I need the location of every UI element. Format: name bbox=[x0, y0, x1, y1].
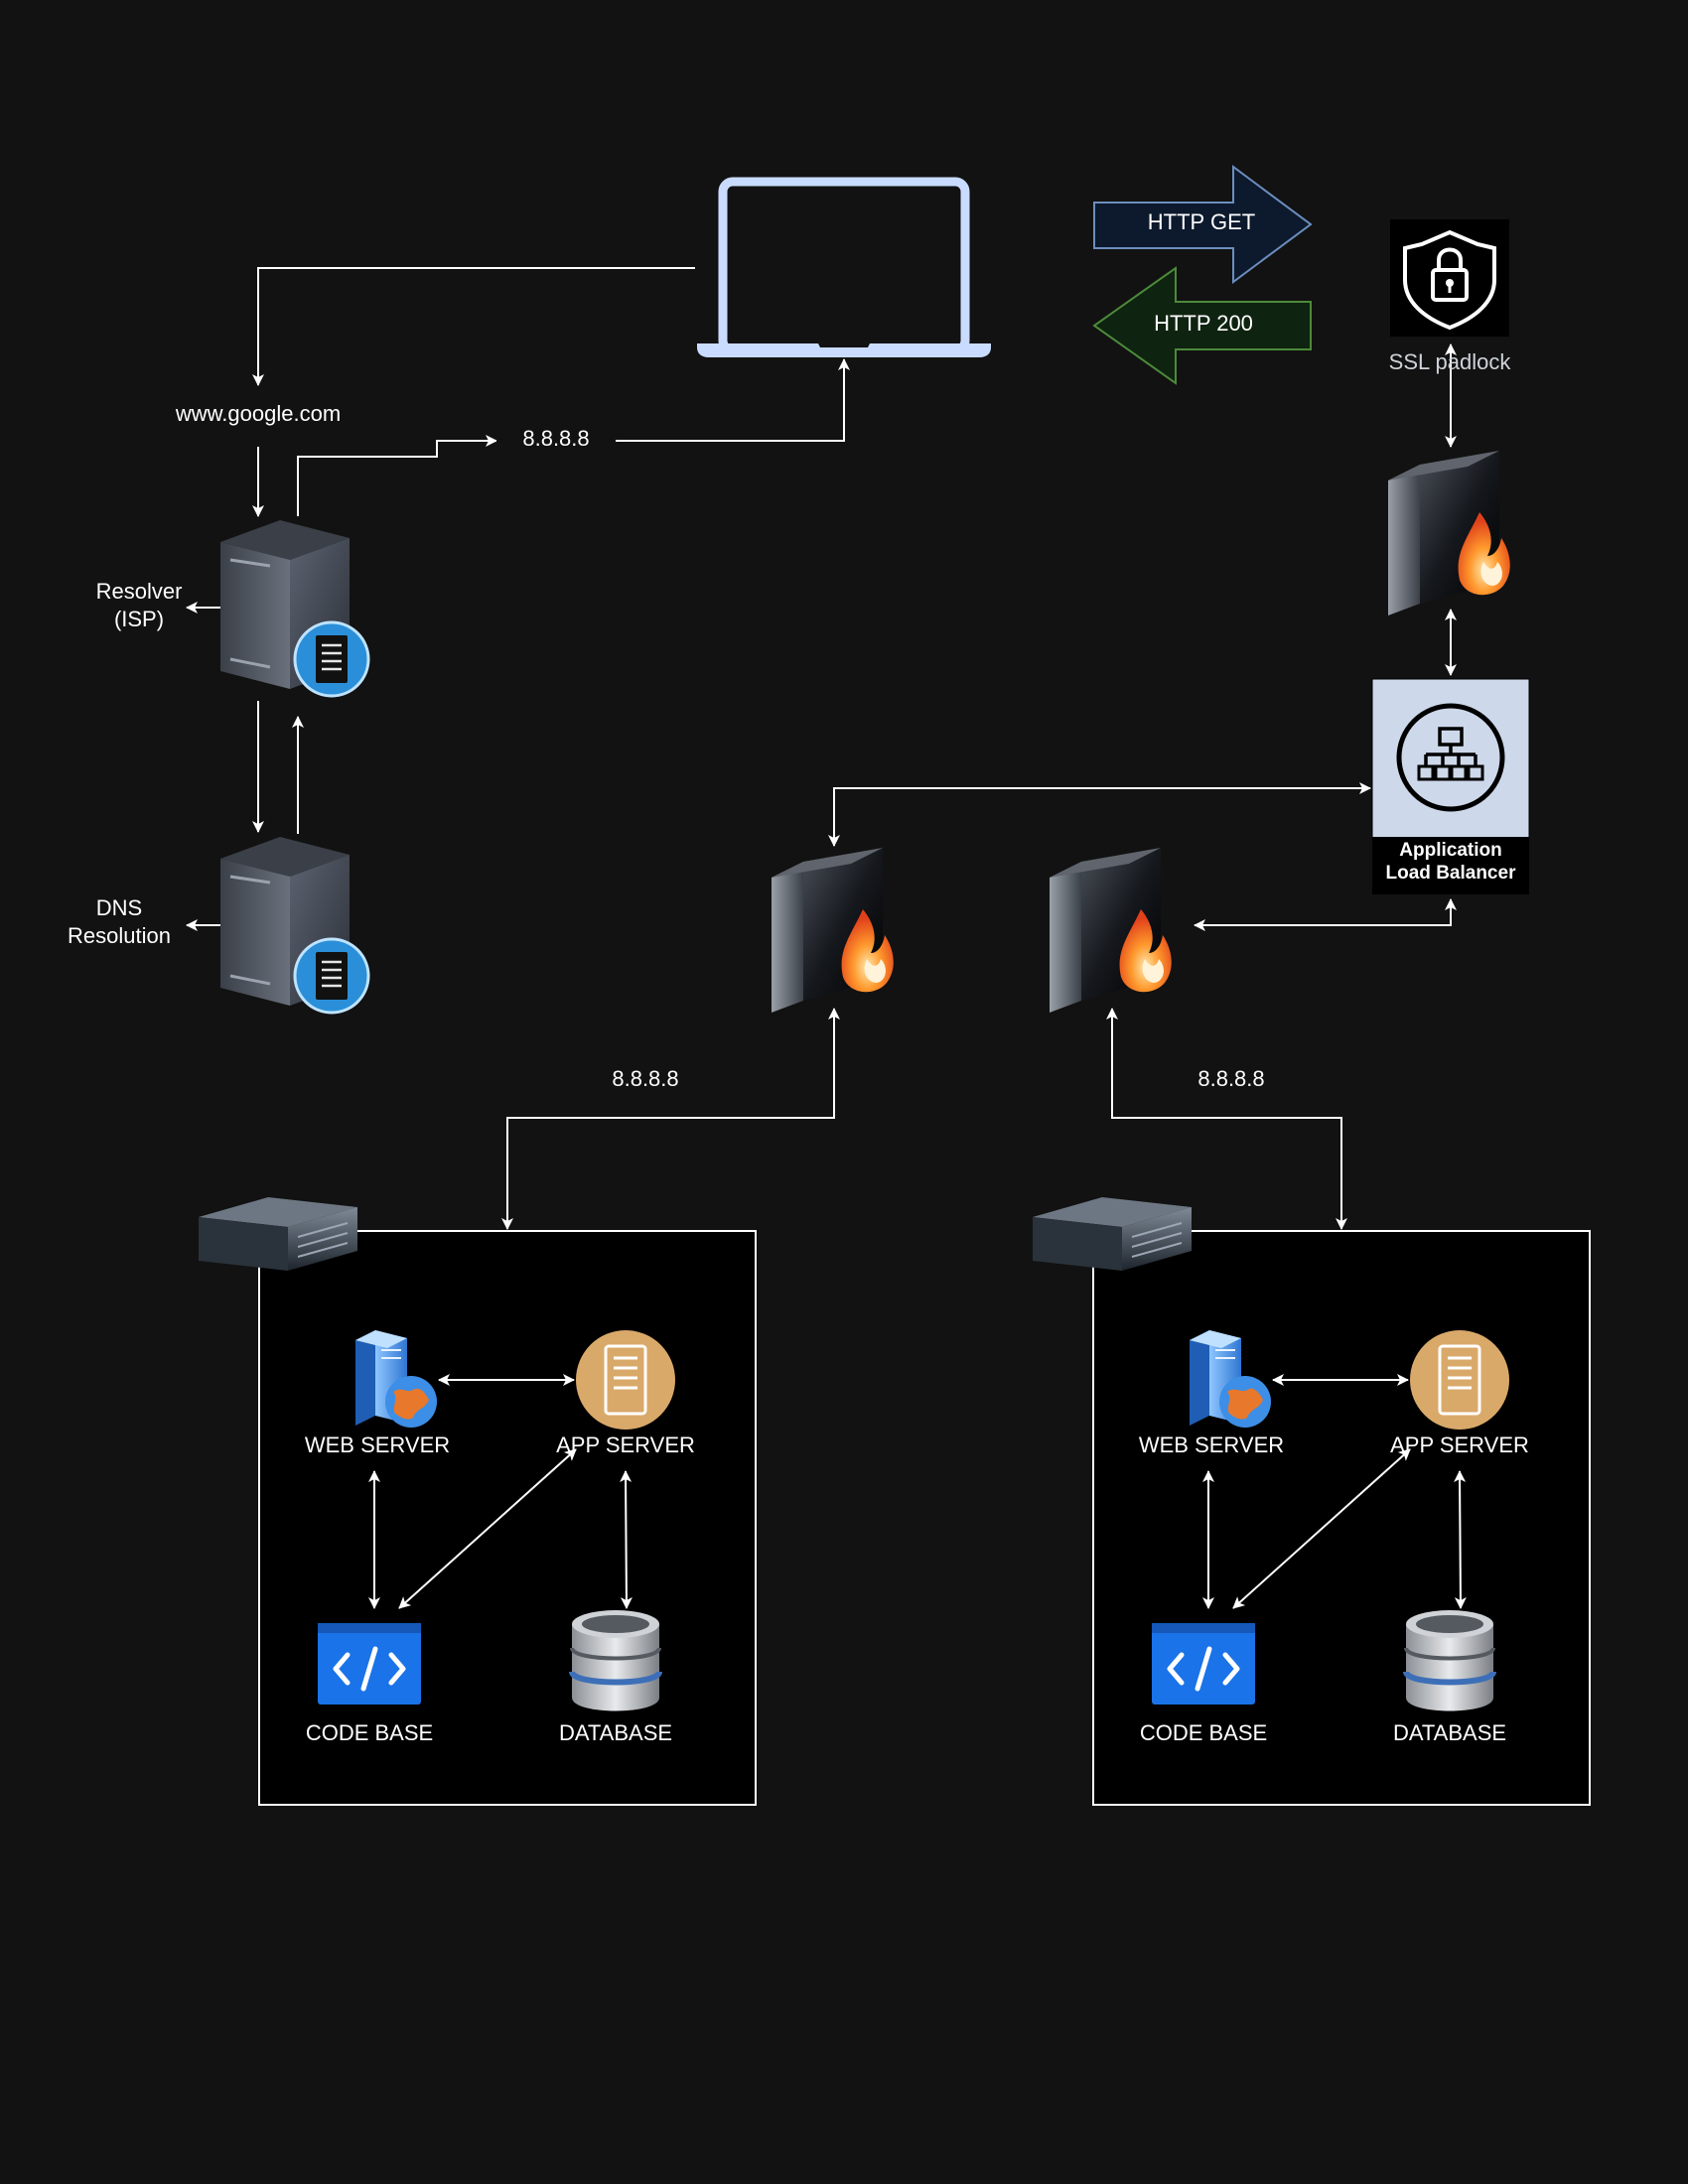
app-server-icon bbox=[574, 1328, 677, 1432]
edge bbox=[398, 1448, 577, 1609]
load-balancer-label-line: Load Balancer bbox=[1385, 863, 1516, 884]
http-get-label: HTTP GET bbox=[1147, 209, 1256, 234]
web-server-label: WEB SERVER bbox=[304, 1433, 451, 1457]
edge bbox=[616, 358, 850, 442]
ip-label-right: 8.8.8.8 bbox=[1197, 1066, 1265, 1091]
ssl-padlock-label: SSL padlock bbox=[1388, 349, 1511, 374]
dns-server-icon bbox=[218, 835, 370, 1015]
code-base-label: CODE BASE bbox=[1139, 1720, 1268, 1745]
edge bbox=[297, 435, 497, 516]
edge bbox=[1194, 898, 1457, 931]
resolver-label: Resolver (ISP) bbox=[79, 578, 199, 633]
code-icon bbox=[318, 1623, 421, 1705]
firewall-icon bbox=[772, 848, 894, 1013]
app-server-icon bbox=[1408, 1328, 1511, 1432]
database-icon bbox=[572, 1610, 659, 1711]
web-server-label: WEB SERVER bbox=[1138, 1433, 1285, 1457]
http-200-arrow bbox=[1092, 266, 1312, 385]
code-icon bbox=[1152, 1623, 1255, 1705]
edge bbox=[501, 1008, 840, 1230]
database-icon bbox=[1406, 1610, 1493, 1711]
dns-resolution-label-line: DNS bbox=[95, 895, 143, 920]
dns-resolution-label: DNS Resolution bbox=[50, 894, 189, 950]
dns-resolution-label-line: Resolution bbox=[68, 923, 171, 948]
edge bbox=[1232, 1448, 1411, 1609]
resolver-label-line: Resolver bbox=[95, 579, 183, 604]
dns-server-icon bbox=[218, 518, 370, 698]
domain-label: www.google.com bbox=[159, 401, 357, 427]
app-server-label: APP SERVER bbox=[1390, 1433, 1529, 1457]
ip-label-left: 8.8.8.8 bbox=[612, 1066, 679, 1091]
database-label: DATABASE bbox=[1392, 1720, 1507, 1745]
edge bbox=[620, 1470, 633, 1609]
edge bbox=[1106, 1008, 1347, 1230]
http-200-label: HTTP 200 bbox=[1154, 311, 1253, 336]
cluster-box bbox=[1092, 1230, 1591, 1806]
database-label: DATABASE bbox=[558, 1720, 673, 1745]
ip-label-top: 8.8.8.8 bbox=[496, 426, 616, 452]
app-server-label: APP SERVER bbox=[556, 1433, 695, 1457]
edge bbox=[828, 782, 1371, 847]
load-balancer-label: Application Load Balancer bbox=[1372, 837, 1529, 894]
load-balancer-label-line: Application bbox=[1399, 840, 1502, 861]
connectors bbox=[186, 267, 1467, 1609]
edge bbox=[1454, 1470, 1467, 1609]
lock-shield-icon bbox=[1390, 219, 1509, 337]
edge bbox=[252, 267, 695, 386]
code-base-label: CODE BASE bbox=[305, 1720, 434, 1745]
load-balancer-icon bbox=[1371, 678, 1530, 839]
http-get-arrow bbox=[1093, 165, 1313, 284]
firewall-icon bbox=[1050, 848, 1172, 1013]
cluster-box bbox=[258, 1230, 757, 1806]
laptop-icon bbox=[697, 177, 991, 357]
resolver-label-line: (ISP) bbox=[113, 607, 165, 631]
firewall-icon bbox=[1388, 451, 1510, 615]
